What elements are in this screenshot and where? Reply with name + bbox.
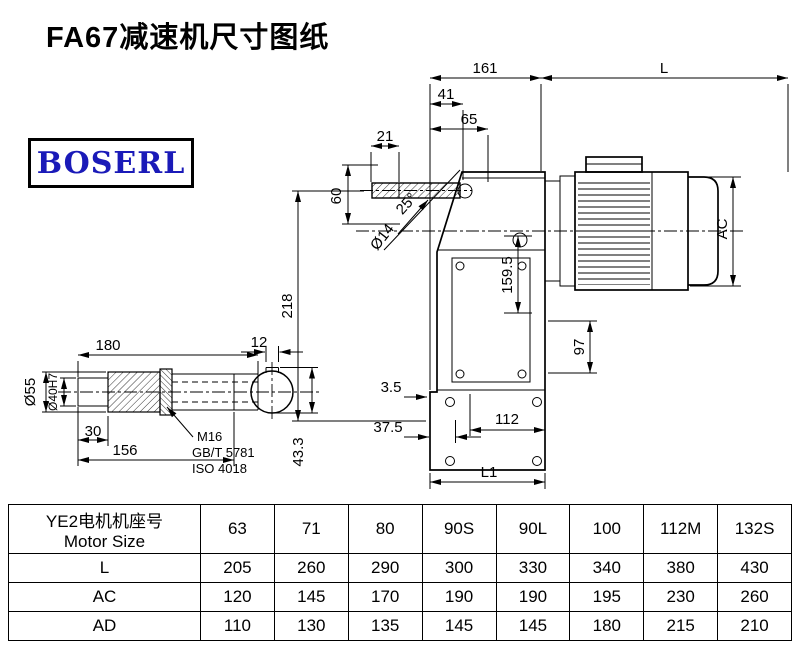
input-shaft-section xyxy=(371,182,461,199)
flange-bolt-hole xyxy=(445,397,455,407)
table-cell: 260 xyxy=(717,582,792,612)
boserl-logo: BOSERL xyxy=(28,138,194,188)
table-cell: 145 xyxy=(273,582,349,612)
flange-bolt-hole xyxy=(532,397,542,407)
shaft-end-section xyxy=(77,377,108,407)
row-label: L xyxy=(8,553,201,583)
dim-65: 65 xyxy=(461,111,478,128)
boserl-logo-text: BOSERL xyxy=(36,145,186,181)
column-header: 90L xyxy=(495,504,571,554)
table-cell: 110 xyxy=(200,611,275,641)
detail-dimension-lines xyxy=(43,352,258,463)
table-cell: 330 xyxy=(495,553,571,583)
dim-dia40H7: Ø40H7 xyxy=(46,373,60,411)
callout-m16: M16 xyxy=(197,429,222,444)
dim-30: 30 xyxy=(85,423,102,440)
bore-extension-lines xyxy=(265,346,318,414)
dim-AC: AC xyxy=(714,218,731,239)
column-header: 63 xyxy=(200,504,275,554)
table-cell: 120 xyxy=(200,582,275,612)
callout-iso4018: ISO 4018 xyxy=(192,461,247,476)
table-cell: 145 xyxy=(495,611,571,641)
flange-bolt-hole xyxy=(532,456,542,466)
table-cell: 195 xyxy=(569,582,645,612)
column-header: 90S xyxy=(421,504,497,554)
dim-159-5: 159.5 xyxy=(499,256,516,294)
dimension-lines xyxy=(295,75,788,485)
table-cell: 300 xyxy=(421,553,497,583)
dimension-table: YE2电机机座号 Motor Size 63 71 80 90S 90L 100… xyxy=(8,504,792,641)
bolt-hole xyxy=(455,261,465,271)
dim-156: 156 xyxy=(112,442,137,459)
table-cell: 230 xyxy=(643,582,719,612)
dim-12: 12 xyxy=(251,334,268,351)
motor-cooling-fins xyxy=(578,179,650,285)
bore-dimension-lines xyxy=(241,349,315,413)
table-cell: 380 xyxy=(643,553,719,583)
table-row-AC: AC 120 145 170 190 190 195 230 260 xyxy=(8,582,792,612)
dim-dia14: Ø14 xyxy=(367,221,398,254)
row-label: AC xyxy=(8,582,201,612)
table-cell: 260 xyxy=(273,553,349,583)
housing-inner-pocket xyxy=(451,257,531,383)
end-washer xyxy=(159,368,173,416)
detail-extension-lines xyxy=(42,361,259,466)
table-cell: 180 xyxy=(569,611,645,641)
gearbox-housing-outline xyxy=(429,171,546,471)
row-label: AD xyxy=(8,611,201,641)
dim-37-5: 37.5 xyxy=(373,419,402,436)
flange-bolt-hole xyxy=(445,456,455,466)
dim-L1: L1 xyxy=(481,464,498,481)
dim-41: 41 xyxy=(438,86,455,103)
dim-L: L xyxy=(660,60,668,77)
shaft-hub-section xyxy=(107,371,161,413)
page-title: FA67减速机尺寸图纸 xyxy=(46,22,330,54)
shaft-detail: 180 Ø55 Ø40H7 30 156 M16 GB/T 5781 ISO 4… xyxy=(22,337,322,476)
table-cell: 210 xyxy=(717,611,792,641)
column-header: 112M xyxy=(643,504,719,554)
dim-180: 180 xyxy=(95,337,120,354)
table-cell: 135 xyxy=(347,611,423,641)
table-cell: 130 xyxy=(273,611,349,641)
main-view: 161 L 41 65 21 60 Ø14 25° 218 159.5 97 A… xyxy=(279,60,789,489)
table-cell: 190 xyxy=(495,582,571,612)
bolt-hole xyxy=(517,369,527,379)
bolt-hole xyxy=(455,369,465,379)
dim-218: 218 xyxy=(279,293,296,318)
table-cell: 340 xyxy=(569,553,645,583)
callout-gb5781: GB/T 5781 xyxy=(192,445,255,460)
dim-97: 97 xyxy=(571,339,588,356)
motor-size-header-cn: YE2电机机座号 xyxy=(45,511,164,531)
bolt-hole xyxy=(517,261,527,271)
bore-section-detail: 12 43.3 xyxy=(241,334,318,467)
dim-3-5: 3.5 xyxy=(381,379,402,396)
table-header-row: YE2电机机座号 Motor Size 63 71 80 90S 90L 100… xyxy=(8,504,792,554)
dim-60: 60 xyxy=(328,188,345,205)
dim-161: 161 xyxy=(472,60,497,77)
column-header: 71 xyxy=(273,504,349,554)
table-cell: 170 xyxy=(347,582,423,612)
column-header: 80 xyxy=(347,504,423,554)
table-cell: 290 xyxy=(347,553,423,583)
table-cell: 430 xyxy=(717,553,792,583)
extension-lines xyxy=(292,84,789,489)
column-header: 132S xyxy=(717,504,792,554)
dim-21: 21 xyxy=(377,128,394,145)
fan-cover xyxy=(688,176,719,286)
column-header: 100 xyxy=(569,504,645,554)
table-cell: 145 xyxy=(421,611,497,641)
table-row-L: L 205 260 290 300 330 340 380 430 xyxy=(8,553,792,583)
dim-112: 112 xyxy=(495,411,519,428)
table-cell: 205 xyxy=(200,553,275,583)
table-cell: 190 xyxy=(421,582,497,612)
table-row-AD: AD 110 130 135 145 145 180 215 210 xyxy=(8,611,792,641)
dim-dia55: Ø55 xyxy=(22,378,39,406)
dim-43-3: 43.3 xyxy=(290,437,307,466)
table-cell: 215 xyxy=(643,611,719,641)
technical-drawing: 161 L 41 65 21 60 Ø14 25° 218 159.5 97 A… xyxy=(22,60,789,489)
housing-bolt-hole xyxy=(512,232,528,248)
motor-size-header: YE2电机机座号 Motor Size xyxy=(8,504,201,554)
motor-size-header-en: Motor Size xyxy=(63,531,146,551)
